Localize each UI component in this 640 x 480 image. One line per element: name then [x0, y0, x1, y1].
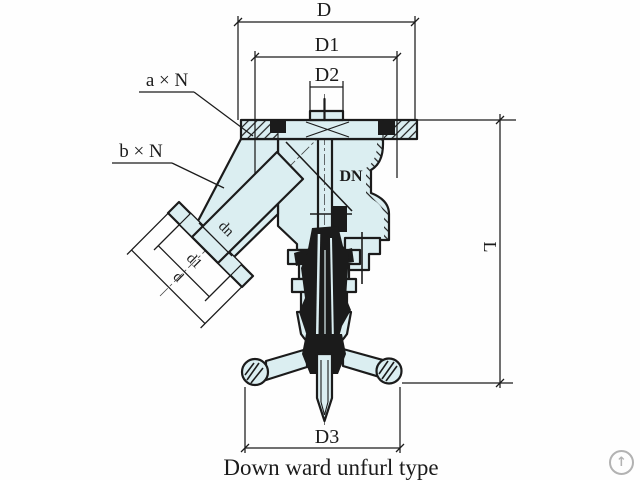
- drawing-caption: Down ward unfurl type: [223, 455, 438, 480]
- dim-label-d1: d1: [183, 250, 205, 272]
- dimension-D: D: [233, 0, 420, 120]
- flange-bolt-left: [270, 121, 286, 133]
- handwheel-knob-left: [240, 357, 270, 387]
- body-internals: [285, 94, 353, 428]
- handwheel-spoke-left: [264, 347, 309, 382]
- dim-label-D3: D3: [315, 426, 339, 448]
- dim-label-L: L: [480, 242, 500, 253]
- dimension-D3: D3: [240, 387, 405, 453]
- top-flange: [239, 97, 419, 141]
- leader-a-x-N: a × N: [139, 70, 254, 137]
- dim-label-D2: D2: [315, 64, 339, 86]
- scroll-to-top-button[interactable]: ↑: [609, 450, 634, 475]
- arrow-up-icon: ↑: [616, 455, 627, 470]
- branch-bore: [190, 150, 305, 265]
- dimension-D1: D1: [250, 34, 402, 178]
- label-a-x-N: a × N: [146, 70, 189, 91]
- flange-bolt-right: [378, 121, 395, 135]
- inlet-branch: [159, 119, 337, 297]
- dim-label-D1: D1: [315, 34, 339, 56]
- label-b-x-N: b × N: [119, 141, 163, 162]
- stem-tip: [315, 352, 334, 423]
- dim-label-d: d: [170, 269, 187, 286]
- dimension-L: L: [402, 114, 516, 388]
- stem-boss: [308, 109, 345, 122]
- label-DN: DN: [339, 168, 363, 185]
- dim-label-D: D: [317, 0, 331, 21]
- leader-b-x-N: b × N: [112, 141, 225, 189]
- dimension-D2: D2: [309, 64, 344, 120]
